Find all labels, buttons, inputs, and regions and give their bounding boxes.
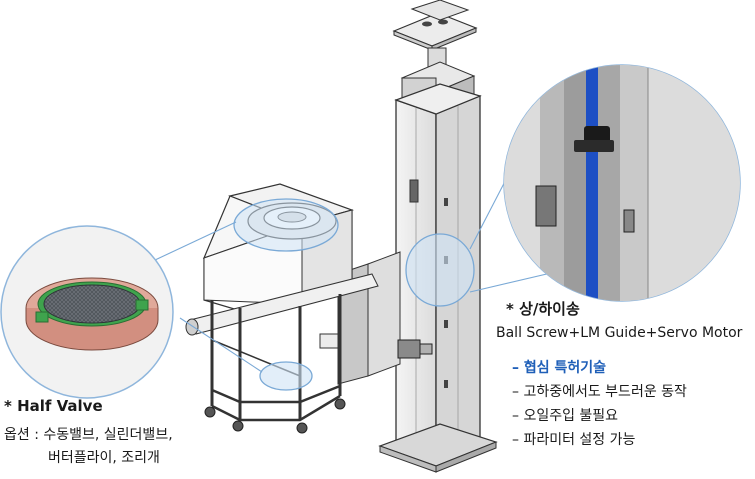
- lift-column: [337, 0, 498, 473]
- half-valve-zoom: [0, 225, 174, 399]
- valve-options-line1: 옵션 : 수동밸브, 실린더밸브,: [4, 427, 173, 443]
- lift-item-patent: – 협심 특허기술: [512, 360, 607, 376]
- valve-title: * Half Valve: [4, 397, 103, 415]
- lift-item-no-oil: – 오일주입 불필요: [512, 408, 619, 424]
- lift-item-smooth: – 고하중에서도 부드러운 동작: [512, 384, 687, 400]
- lift-item-parameter: – 파라미터 설정 가능: [512, 432, 636, 448]
- lift-title: * 상/하이송: [506, 300, 580, 318]
- callout-highlights: [233, 198, 475, 391]
- valve-options-line2: 버터플라이, 조리개: [48, 450, 160, 466]
- lm-guide-zoom: [503, 64, 741, 302]
- lift-subtitle: Ball Screw+LM Guide+Servo Motor: [496, 325, 743, 341]
